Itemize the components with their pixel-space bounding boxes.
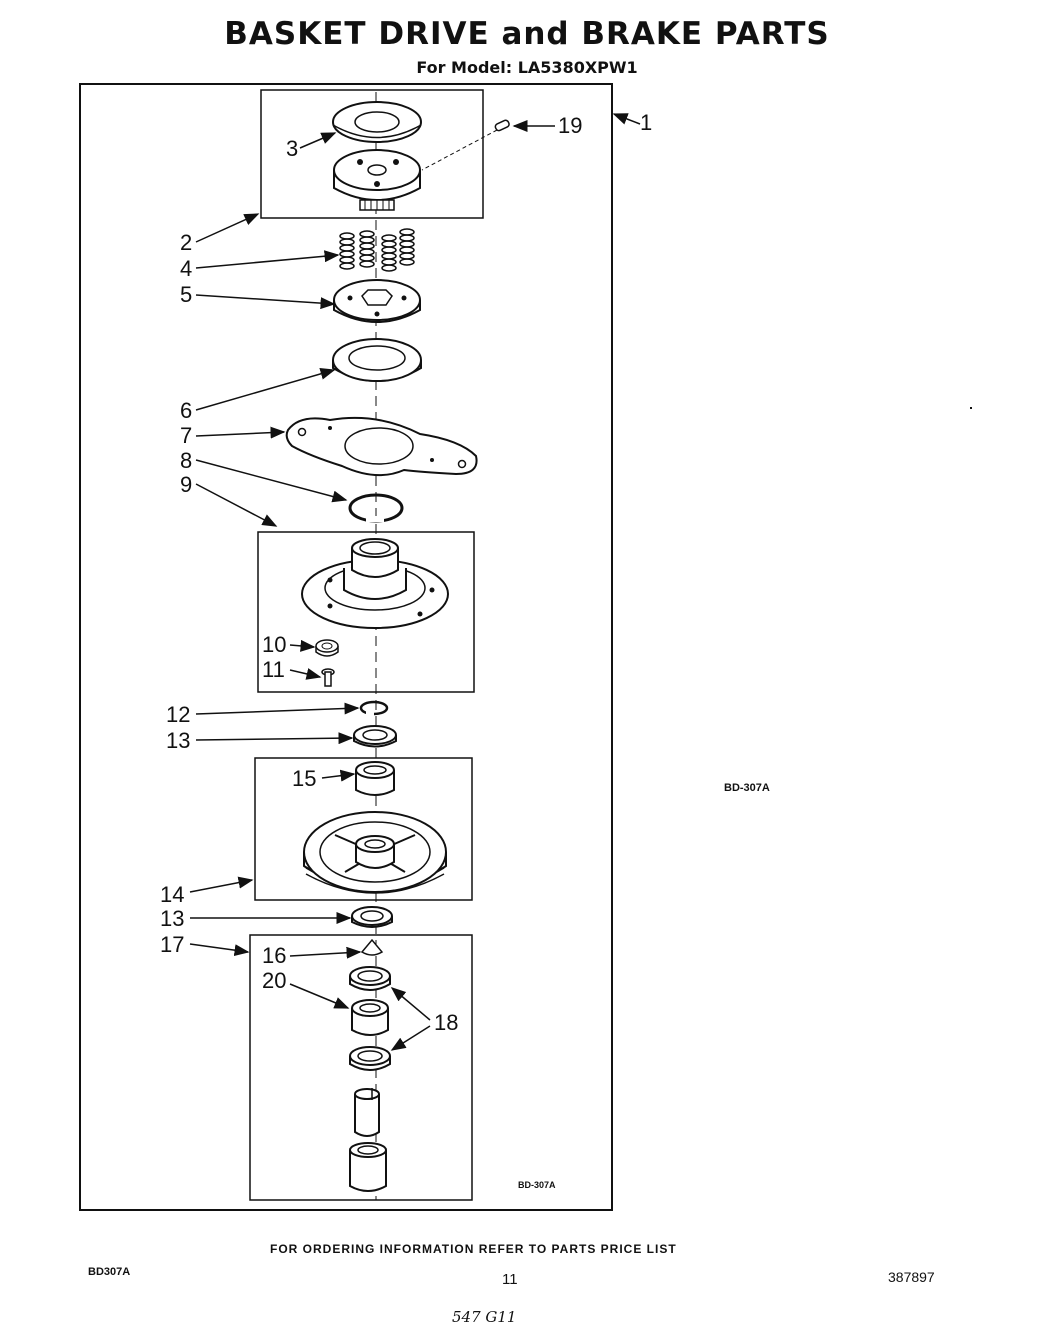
callout-1: 1: [640, 110, 652, 135]
part-13-bearing-upper: [353, 725, 397, 748]
callout-4: 4: [180, 256, 192, 281]
part-8-snap-ring: [348, 493, 404, 523]
part-16-cone: [360, 938, 384, 956]
callout-9: 9: [180, 472, 192, 497]
callout-15: 15: [292, 766, 316, 791]
handwritten-note: 547 G11: [452, 1308, 517, 1326]
part-5-spring-plate: [333, 279, 421, 323]
left-ref-code: BD307A: [88, 1266, 131, 1278]
callout-13-upper: 13: [166, 728, 190, 753]
part-6-brake-disc: [332, 338, 422, 382]
part-19-pin: [494, 119, 510, 132]
callout-2: 2: [180, 230, 192, 255]
part-20-bushing: [351, 999, 389, 1036]
callout-19: 19: [558, 113, 582, 138]
part-9-brake-housing: [301, 538, 449, 629]
stray-mark: [970, 407, 972, 409]
callout-16: 16: [262, 943, 286, 968]
ordering-footer: FOR ORDERING INFORMATION REFER TO PARTS …: [270, 1242, 677, 1256]
callout-10: 10: [262, 632, 286, 657]
part-10-washer: [315, 639, 339, 657]
callout-6: 6: [180, 398, 192, 423]
page-number: 11: [502, 1271, 518, 1288]
right-ref-code: BD-307A: [724, 782, 770, 794]
part-2-drive-hub: [333, 149, 421, 211]
callout-17: 17: [160, 932, 184, 957]
outer-assembly-frame: [79, 83, 613, 1211]
part-18-ring-upper: [349, 966, 391, 991]
part-18-ring-lower: [349, 1046, 391, 1071]
callout-13-lower: 13: [160, 906, 184, 931]
page-title: BASKET DRIVE and BRAKE PARTS: [224, 16, 830, 52]
callout-7: 7: [180, 423, 192, 448]
callout-14: 14: [160, 882, 184, 907]
box-drive-hub-assembly: [260, 89, 484, 219]
callout-5: 5: [180, 282, 192, 307]
part-15-bushing: [355, 761, 395, 796]
callout-11: 11: [262, 657, 285, 682]
box-pulley-assembly: [254, 757, 473, 901]
part-4-springs: [339, 228, 415, 272]
model-subtitle: For Model: LA5380XPW1: [416, 58, 638, 77]
shaft-upper-piece: [354, 1088, 380, 1137]
callout-3: 3: [286, 136, 298, 161]
part-14-pulley: [303, 811, 447, 894]
callout-12: 12: [166, 702, 190, 727]
callout-18: 18: [434, 1010, 458, 1035]
shaft-lower-piece: [349, 1142, 387, 1192]
part-13-bearing-lower: [351, 906, 393, 928]
box-brake-housing-assembly: [257, 531, 475, 693]
callout-8: 8: [180, 448, 192, 473]
part-7-brake-plate: [285, 416, 478, 477]
part-3-washer: [332, 101, 422, 143]
box-shaft-assembly: [249, 934, 473, 1201]
callout-20: 20: [262, 968, 286, 993]
leader-lines: [189, 113, 641, 1051]
document-number: 387897: [888, 1269, 935, 1285]
part-11-screw: [321, 668, 335, 687]
part-12-retaining-ring: [359, 700, 389, 716]
inner-ref-code: BD-307A: [518, 1180, 556, 1190]
